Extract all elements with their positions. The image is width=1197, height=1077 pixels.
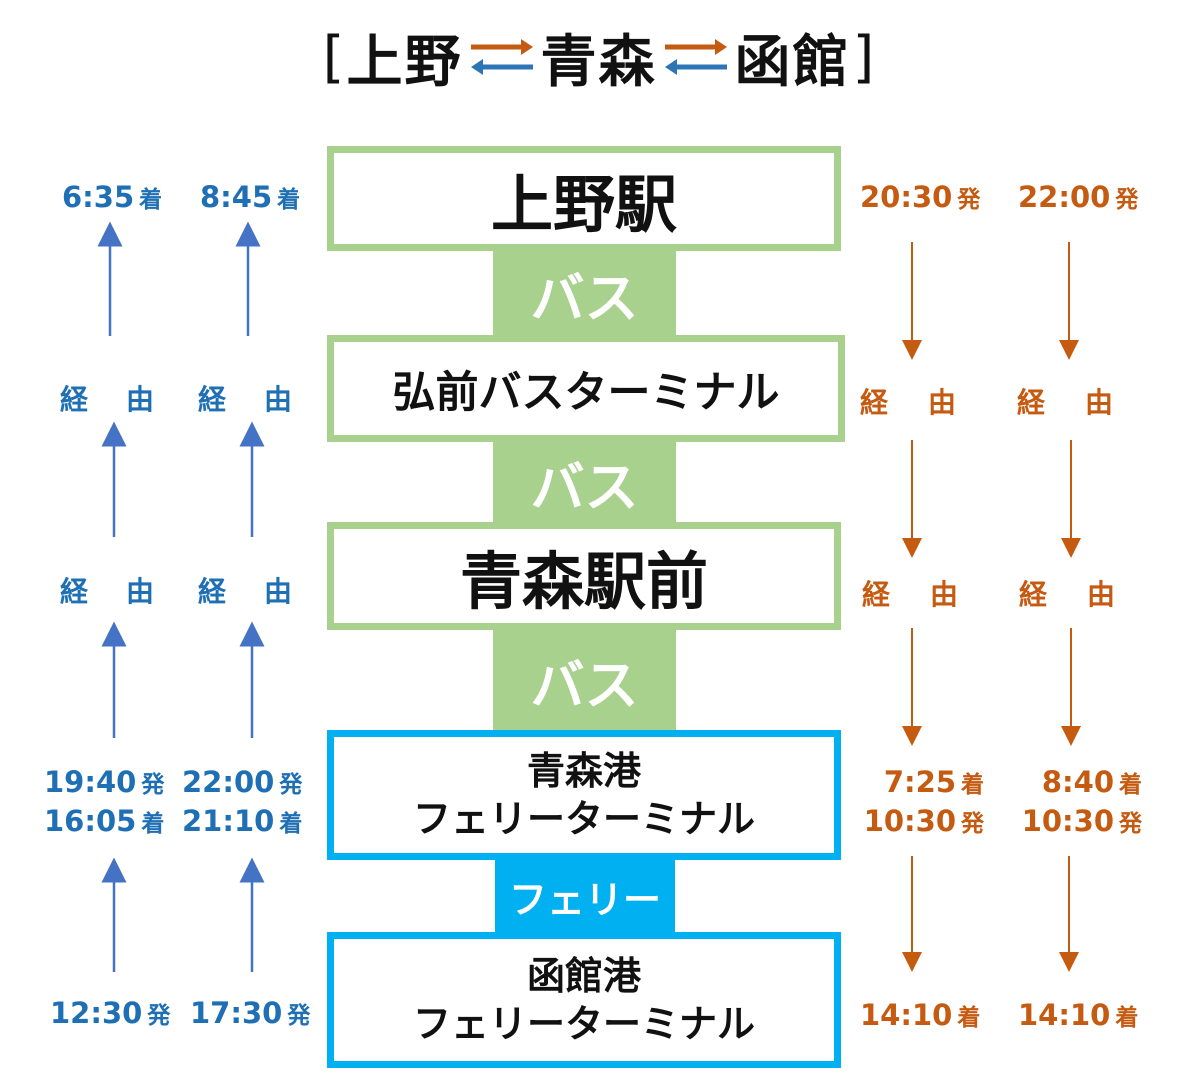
station-aomori: 青森駅前 xyxy=(327,522,841,630)
title-stop-aomori: 青森 xyxy=(540,29,657,95)
southbound-arrows xyxy=(902,242,1081,972)
northbound-via-hirosaki-2: 経由 xyxy=(198,383,293,416)
station-label-line1: 函館港 xyxy=(526,954,641,998)
station-hirosaki: 弘前バスターミナル xyxy=(327,335,845,442)
station-label: 上野駅 xyxy=(490,167,677,241)
bidirectional-arrow-icon xyxy=(470,39,533,75)
southbound-via-aomori-2: 経由 xyxy=(1019,578,1116,611)
connector-ferry: フェリー xyxy=(495,860,675,932)
station-hakodate-port: 函館港 フェリーターミナル xyxy=(327,932,841,1068)
connector-label: バス xyxy=(530,455,639,519)
station-label: 弘前バスターミナル xyxy=(392,367,780,418)
station-label: 青森駅前 xyxy=(459,545,708,618)
southbound-via-hirosaki-2: 経由 xyxy=(1017,386,1114,419)
title-open-bracket: [ xyxy=(322,24,345,90)
connector-bus: バス xyxy=(493,251,676,335)
page-title: [ 上野 青森 函館 ] xyxy=(0,22,1197,95)
station-aomori-port: 青森港 フェリーターミナル xyxy=(327,730,841,860)
northbound-via-hirosaki-1: 経由 xyxy=(60,383,155,416)
bidirectional-arrow-icon xyxy=(664,39,727,75)
southbound-via-aomori-1: 経由 xyxy=(862,578,959,611)
southbound-via-hirosaki-1: 経由 xyxy=(860,386,957,419)
northbound-arrows xyxy=(97,221,265,972)
station-label-line2: フェリーターミナル xyxy=(412,797,755,841)
title-stop-ueno: 上野 xyxy=(346,29,463,95)
connector-bus: バス xyxy=(493,442,676,522)
title-stop-hakodate: 函館 xyxy=(734,29,851,95)
connector-label: バス xyxy=(530,266,639,330)
station-label-line1: 青森港 xyxy=(526,749,641,793)
connector-label: フェリー xyxy=(508,877,661,922)
station-label-line2: フェリーターミナル xyxy=(412,1002,755,1046)
station-ueno: 上野駅 xyxy=(327,146,841,251)
title-close-bracket: ] xyxy=(852,24,875,90)
northbound-via-aomori-2: 経由 xyxy=(198,575,293,608)
northbound-via-aomori-1: 経由 xyxy=(60,575,155,608)
connector-label: バス xyxy=(530,653,639,717)
connector-bus: バス xyxy=(493,630,676,730)
